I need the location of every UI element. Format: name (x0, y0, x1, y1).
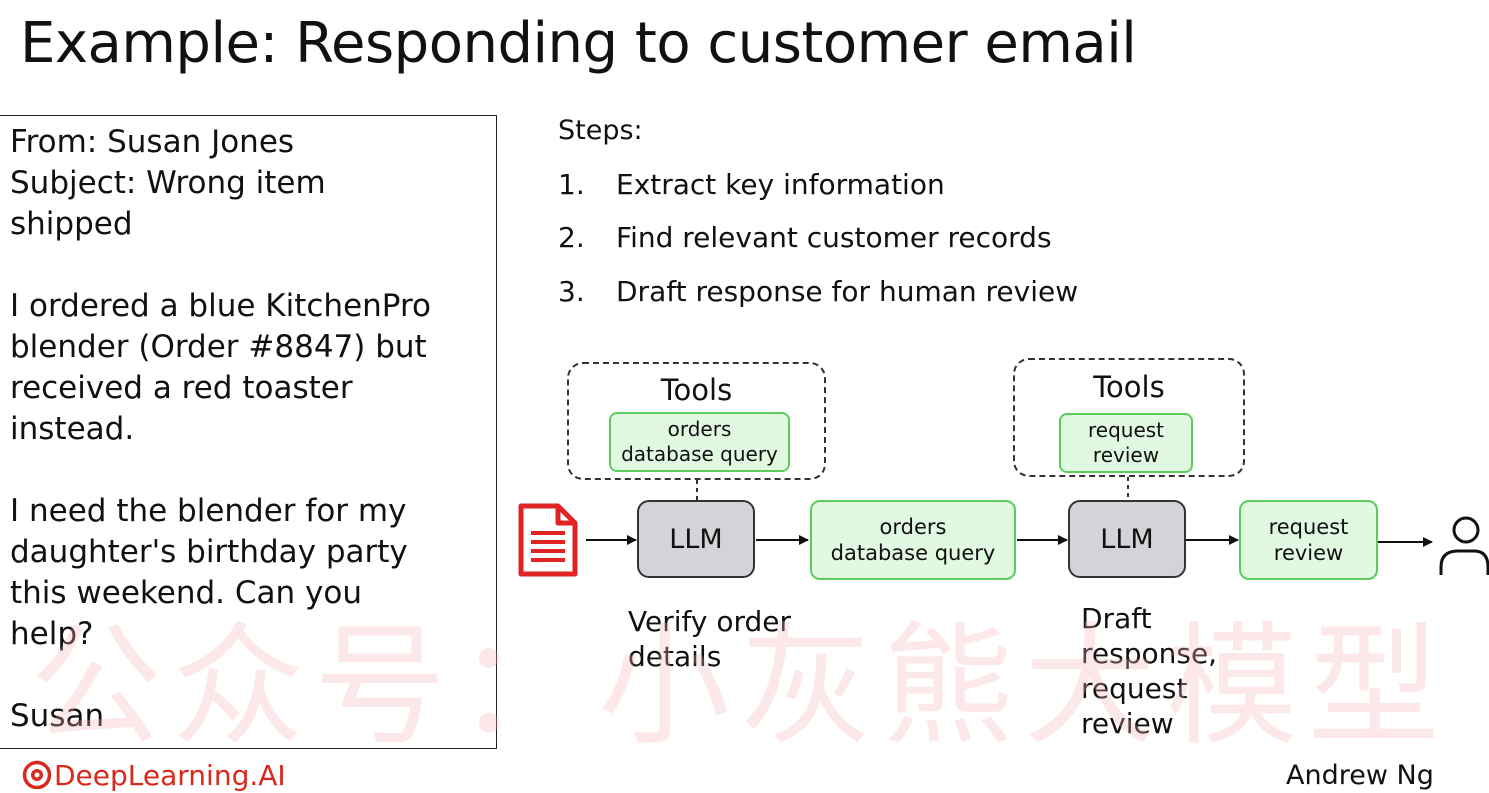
action-text: orders (879, 515, 947, 539)
author-name: Andrew Ng (1286, 760, 1434, 791)
caption-line: Verify order (628, 605, 791, 638)
email-line: I ordered a blue KitchenPro (10, 288, 431, 324)
email-from: From: Susan Jones (10, 124, 295, 160)
action-text: database query (830, 541, 996, 565)
document-icon (518, 503, 578, 577)
email-panel (0, 115, 497, 749)
action-text: review (1273, 541, 1344, 565)
tool-text: request (1087, 418, 1165, 442)
caption-draft-response: Draft response, request review (1081, 601, 1217, 741)
email-line: this weekend. Can you (10, 575, 362, 611)
tool-text: orders (667, 417, 732, 441)
email-signature: Susan (10, 698, 105, 734)
llm-label: LLM (669, 523, 723, 555)
email-body: From: Susan Jones Subject: Wrong item sh… (10, 122, 492, 737)
email-line: I need the blender for my (10, 493, 407, 529)
step-number: 3. (558, 275, 585, 308)
steps-label: Steps: (558, 115, 643, 146)
step-text: Draft response for human review (616, 275, 1079, 308)
step-number: 2. (558, 221, 585, 254)
caption-line: Draft (1081, 602, 1152, 635)
page-title: Example: Responding to customer email (20, 11, 1137, 76)
tool-text: review (1092, 443, 1160, 467)
step-item-2: 2. Find relevant customer records (558, 219, 1052, 257)
tools-group-left (567, 362, 826, 480)
llm-node-2: LLM (1068, 500, 1186, 578)
email-line: help? (10, 616, 94, 652)
tools-group-right (1013, 358, 1245, 477)
tool-text: database query (621, 442, 778, 466)
caption-line: details (628, 640, 722, 673)
llm-label: LLM (1100, 523, 1154, 555)
deeplearning-logo-icon (22, 760, 52, 790)
caption-line: request (1081, 672, 1188, 705)
logo-text: DeepLearning.AI (54, 759, 286, 792)
email-line: received a red toaster (10, 370, 353, 406)
person-icon (1439, 516, 1489, 575)
deeplearning-logo: DeepLearning.AI (22, 759, 286, 793)
email-line: blender (Order #8847) but (10, 329, 427, 365)
step-item-1: 1. Extract key information (558, 166, 945, 204)
email-line: instead. (10, 411, 135, 447)
caption-line: response, (1081, 637, 1218, 670)
tools-label: Tools (660, 373, 733, 407)
action-text: request (1268, 515, 1349, 539)
email-subject-cont: shipped (10, 206, 133, 242)
email-line: daughter's birthday party (10, 534, 408, 570)
llm-node-1: LLM (637, 500, 755, 578)
caption-line: review (1081, 707, 1174, 740)
step-item-3: 3. Draft response for human review (558, 273, 1078, 311)
tools-label: Tools (1093, 370, 1165, 404)
caption-verify-order: Verify order details (628, 604, 791, 674)
step-text: Extract key information (616, 168, 945, 201)
step-number: 1. (558, 168, 585, 201)
email-subject: Subject: Wrong item (10, 165, 326, 201)
step-text: Find relevant customer records (616, 221, 1052, 254)
